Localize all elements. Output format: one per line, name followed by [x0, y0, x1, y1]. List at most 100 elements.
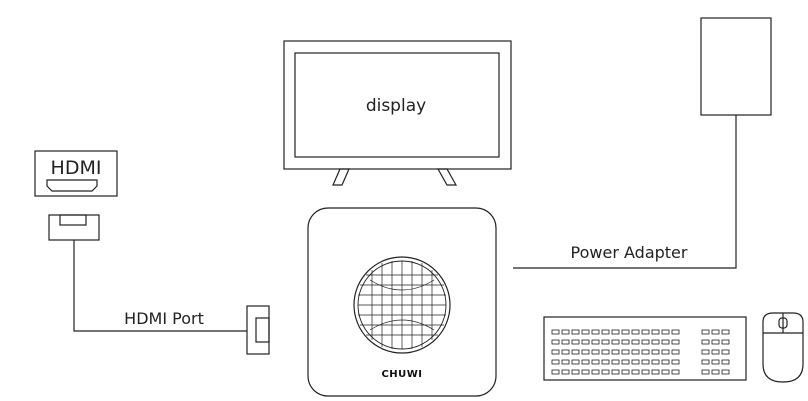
keyboard-key	[601, 359, 610, 365]
keyboard-key	[721, 339, 730, 345]
display-outer-frame	[283, 40, 512, 170]
keyboard-key	[671, 369, 680, 375]
power-cable-line	[513, 115, 737, 269]
display-screen	[294, 52, 500, 158]
keyboard-key	[631, 329, 640, 335]
keyboard-key	[591, 369, 600, 375]
keyboard-key	[621, 329, 630, 335]
mouse	[762, 312, 804, 383]
keyboard-key	[551, 329, 560, 335]
keyboard-key	[591, 359, 600, 365]
hdmi-icon-label: HDMI	[51, 157, 102, 179]
keyboard-key	[711, 349, 720, 355]
keyboard-key	[721, 359, 730, 365]
keyboard	[543, 316, 747, 381]
keyboard-key	[611, 359, 620, 365]
keyboard-key	[671, 359, 680, 365]
keyboard-key	[671, 349, 680, 355]
keyboard-key	[651, 329, 660, 335]
power-adapter-brick	[700, 17, 772, 116]
keyboard-key	[651, 339, 660, 345]
keyboard-key	[641, 349, 650, 355]
keyboard-key	[571, 369, 580, 375]
keyboard-key	[561, 369, 570, 375]
keyboard-key	[551, 349, 560, 355]
keyboard-key	[591, 329, 600, 335]
keyboard-key	[671, 339, 680, 345]
keyboard-key	[711, 359, 720, 365]
hdmi-port-tip	[255, 317, 270, 343]
display-left-stand	[332, 168, 350, 186]
keyboard-key	[601, 349, 610, 355]
brand-label: CHUWI	[381, 369, 422, 380]
keyboard-key	[701, 369, 710, 375]
hdmi-port-label: HDMI Port	[124, 309, 204, 328]
keyboard-key	[701, 359, 710, 365]
keyboard-key	[661, 339, 670, 345]
keyboard-key	[581, 329, 590, 335]
keyboard-key	[621, 339, 630, 345]
mouse-body	[762, 312, 804, 383]
keyboard-key	[551, 339, 560, 345]
display-right-stand	[436, 168, 458, 186]
keyboard-key	[611, 369, 620, 375]
mini-pc	[307, 207, 497, 397]
keyboard-key	[611, 329, 620, 335]
keyboard-key	[611, 349, 620, 355]
keyboard-body	[543, 316, 747, 381]
hdmi-port-connector	[246, 305, 270, 355]
mini-pc-body	[307, 207, 497, 397]
display-monitor	[283, 40, 512, 186]
keyboard-key	[701, 329, 710, 335]
keyboard-key	[651, 349, 660, 355]
hdmi-connector-body	[48, 214, 100, 241]
keyboard-key	[551, 359, 560, 365]
keyboard-key	[641, 369, 650, 375]
keyboard-key	[721, 369, 730, 375]
keyboard-key	[591, 349, 600, 355]
keyboard-key	[561, 359, 570, 365]
keyboard-key	[601, 339, 610, 345]
keyboard-key	[621, 369, 630, 375]
keyboard-key	[621, 349, 630, 355]
keyboard-key	[671, 329, 680, 335]
keyboard-key	[601, 369, 610, 375]
keyboard-key	[581, 349, 590, 355]
keyboard-key	[581, 339, 590, 345]
keyboard-key	[711, 339, 720, 345]
power-adapter-label: Power Adapter	[571, 243, 688, 262]
keyboard-key	[571, 329, 580, 335]
hdmi-connector-tip	[59, 214, 87, 226]
keyboard-key	[601, 329, 610, 335]
keyboard-key	[631, 339, 640, 345]
keyboard-keys	[551, 329, 730, 375]
keyboard-key	[701, 339, 710, 345]
keyboard-key	[701, 349, 710, 355]
keyboard-key	[661, 329, 670, 335]
hdmi-icon	[34, 150, 118, 197]
keyboard-key	[581, 359, 590, 365]
hdmi-cable-line	[73, 240, 247, 332]
keyboard-key	[581, 369, 590, 375]
keyboard-key	[561, 349, 570, 355]
hdmi-port-body	[246, 305, 270, 355]
keyboard-key	[611, 339, 620, 345]
keyboard-key	[631, 369, 640, 375]
keyboard-key	[721, 329, 730, 335]
keyboard-key	[571, 339, 580, 345]
fan-grille	[358, 261, 446, 349]
keyboard-key	[711, 329, 720, 335]
display-label: display	[366, 96, 426, 116]
keyboard-key	[571, 349, 580, 355]
keyboard-key	[641, 359, 650, 365]
keyboard-key	[641, 329, 650, 335]
keyboard-key	[711, 369, 720, 375]
hdmi-icon-frame	[34, 150, 118, 197]
keyboard-key	[561, 329, 570, 335]
keyboard-key	[571, 359, 580, 365]
hdmi-cable-connector	[48, 214, 100, 241]
keyboard-key	[591, 339, 600, 345]
keyboard-key	[641, 339, 650, 345]
keyboard-key	[621, 359, 630, 365]
